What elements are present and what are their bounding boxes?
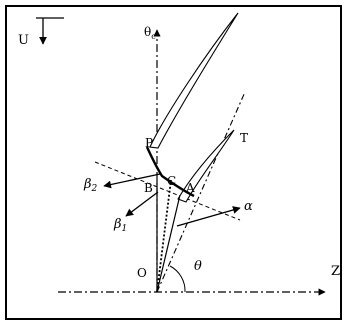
- label-beta1: β1: [113, 217, 127, 234]
- label-theta: θ: [194, 259, 202, 274]
- stagger-line: [156, 91, 246, 293]
- beta1-arrow: [125, 191, 159, 217]
- u-velocity-indicator: [36, 17, 64, 45]
- blade-profile-thick: [145, 146, 195, 198]
- label-c: C: [167, 174, 176, 188]
- upper-blade: [149, 12, 239, 149]
- figure-frame: [5, 5, 342, 320]
- label-alpha: α: [244, 199, 253, 214]
- label-p: P: [145, 136, 153, 150]
- label-a: A: [185, 181, 195, 195]
- label-theta-c: θc: [144, 25, 156, 41]
- line-o-c: [156, 179, 172, 293]
- beta2-arrow: [103, 173, 161, 189]
- label-t: T: [240, 131, 248, 145]
- label-o: O: [137, 266, 147, 280]
- line-o-a: [156, 194, 181, 293]
- theta-angle-arc: [169, 265, 186, 293]
- label-b: B: [144, 181, 153, 195]
- label-u: U: [18, 33, 29, 48]
- label-z: Z: [331, 264, 340, 279]
- alpha-arrow: [176, 206, 241, 227]
- normal-dashed-line: [94, 161, 241, 221]
- label-beta2: β2: [83, 177, 98, 194]
- lower-blade: [177, 129, 235, 203]
